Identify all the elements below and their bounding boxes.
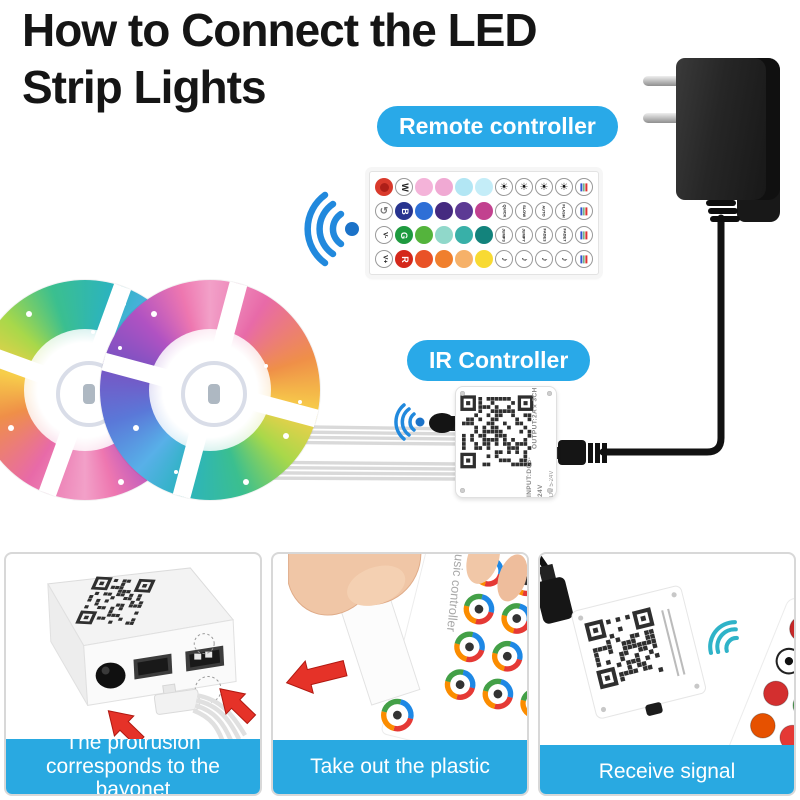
wire-connector: [153, 683, 201, 715]
ir-dome: [95, 662, 126, 689]
remote-key: [435, 178, 453, 196]
remote-key: [475, 202, 493, 220]
panel-2-caption: Take out the plastic: [273, 740, 527, 794]
strain-relief: [710, 216, 740, 222]
remote-key: ↺: [375, 202, 393, 220]
remote-key: [475, 226, 493, 244]
remote-key: FADE7: [555, 226, 573, 244]
remote-key: [475, 250, 493, 268]
input-spec: INPUT:DC5-24V: [525, 456, 544, 497]
remote-key: FLASH: [555, 202, 573, 220]
red-arrow: [107, 710, 145, 740]
panel-receive-signal: Receive signal: [538, 552, 796, 796]
qr-code: [460, 395, 534, 469]
panel-2-illustration: RGB music controller: [273, 554, 527, 740]
remote-key: JUMP7: [515, 226, 533, 244]
power-cable: [599, 214, 725, 456]
remote-key: SLOW: [515, 202, 533, 220]
receive-signal-waves-icon: [708, 620, 739, 655]
remote-key: AUTO: [535, 202, 553, 220]
panel-protrusion-bayonet: The protrusion corresponds to the bayone…: [4, 552, 262, 796]
page-title: How to Connect the LED Strip Lights: [22, 2, 538, 116]
remote-key: [435, 250, 453, 268]
remote-key: ☀: [555, 178, 573, 196]
remote-key: QUICK: [495, 202, 513, 220]
panel-1-caption: The protrusion corresponds to the bayone…: [6, 731, 260, 794]
reel-hub: [181, 361, 247, 427]
panel-3-caption: Receive signal: [540, 744, 794, 794]
remote-key: [415, 202, 433, 220]
remote-key: [575, 202, 593, 220]
remote-key: V+: [375, 250, 393, 268]
remote-key: [575, 226, 593, 244]
output-spec: OUTPUT:2A×3CH: [531, 387, 539, 449]
remote-key: [435, 226, 453, 244]
remote-key: [455, 226, 473, 244]
title-line-1: How to Connect the LED: [22, 4, 538, 56]
power-adapter: [676, 58, 780, 200]
remote-key: ☀: [535, 178, 553, 196]
remote-key: ♪: [515, 250, 533, 268]
panel-take-out-plastic: RGB music controller: [271, 552, 529, 796]
ir-controller-label: IR Controller: [407, 340, 591, 381]
red-arrow: [219, 688, 257, 725]
remote-key: [415, 250, 433, 268]
sparkle-dots: [0, 302, 1, 306]
remote-key: ☀: [515, 178, 533, 196]
remote-key: ♪: [555, 250, 573, 268]
remote-key: V-: [375, 226, 393, 244]
screw: [460, 391, 465, 396]
hand: [288, 554, 527, 616]
remote-key: ♪: [495, 250, 513, 268]
remote-key: [435, 202, 453, 220]
sparkle-dots: [122, 302, 126, 306]
ir-controller-box: INPUT:DC5-24V OUTPUT:2A×3CH DC 5-24V: [455, 386, 557, 498]
signal-dot-small: [415, 417, 425, 427]
screw: [547, 391, 552, 396]
panel-3-illustration: [540, 554, 794, 745]
led-strip-reel-front: [100, 280, 320, 500]
screw: [547, 488, 552, 493]
red-arrow: [285, 660, 348, 694]
remote-key: ♪: [535, 250, 553, 268]
controller-spec-text: INPUT:DC5-24V OUTPUT:2A×3CH: [524, 387, 546, 497]
remote-key: [375, 178, 393, 196]
remote-key: JUMP3: [495, 226, 513, 244]
signal-waves-small-icon: [394, 403, 416, 441]
mini-remote: [721, 597, 794, 745]
remote-key: [415, 178, 433, 196]
remote-key: [455, 250, 473, 268]
remote-key: ☀: [495, 178, 513, 196]
instruction-panels: The protrusion corresponds to the bayone…: [4, 552, 796, 796]
remote-key: [415, 226, 433, 244]
remote-key: [455, 202, 473, 220]
plug-pin-bottom: [643, 113, 678, 123]
remote-key: [475, 178, 493, 196]
strain-relief: [706, 200, 736, 206]
strain-relief: [708, 208, 738, 214]
panel-1-illustration: [6, 554, 260, 740]
remote-key: B: [395, 202, 413, 220]
remote-key: R: [395, 250, 413, 268]
screw: [460, 488, 465, 493]
plug-pin-top: [643, 76, 678, 86]
remote-key: W: [395, 178, 413, 196]
remote-key: FADE3: [535, 226, 553, 244]
mini-controller: [540, 554, 707, 719]
remote-key: [455, 178, 473, 196]
title-line-2: Strip Lights: [22, 61, 267, 113]
controller-rating-text: DC 5-24V: [549, 470, 555, 497]
remote-key: [575, 178, 593, 196]
mini-remote-keys: [750, 616, 794, 745]
remote-key: G: [395, 226, 413, 244]
remote-controller-label: Remote controller: [377, 106, 618, 147]
remote-key: [575, 250, 593, 268]
